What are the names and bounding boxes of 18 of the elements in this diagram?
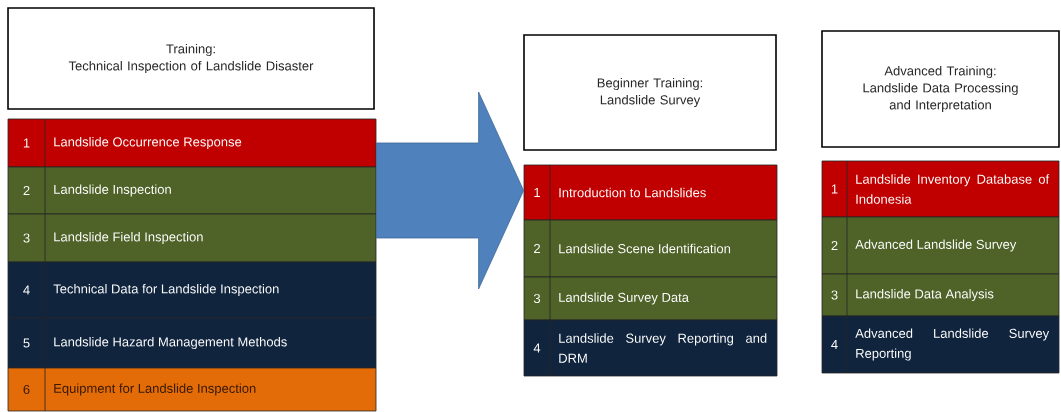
list-row: 2 Landslide Inspection bbox=[7, 166, 377, 215]
block-arrow bbox=[376, 91, 524, 290]
list-row: 4 Technical Data for Landslide Inspection bbox=[7, 261, 377, 319]
list-row: 1 Introduction to Landslides bbox=[523, 164, 778, 221]
list-row: 4 Landslide Survey Reporting and DRM bbox=[523, 319, 778, 377]
list-row: 1 Landslide Occurrence Response bbox=[7, 118, 377, 168]
title-box: Beginner Training: Landslide Survey bbox=[523, 34, 777, 151]
list-row: 4 Advanced Landslide Survey Reporting bbox=[821, 315, 1060, 374]
list-row: 2 Landslide Scene Identification bbox=[523, 219, 778, 278]
list-row: 1 Landslide Inventory Database of Indonesia bbox=[821, 160, 1060, 218]
list-row: 2 Advanced Landslide Survey bbox=[821, 216, 1060, 275]
list-row: 3 Landslide Survey Data bbox=[523, 276, 778, 321]
list-row: 6 Equipment for Landslide Inspection bbox=[7, 367, 377, 412]
list-row: 3 Landslide Data Analysis bbox=[821, 273, 1060, 317]
title-box: Advanced Training: Landslide Data Processing and Interpretation bbox=[821, 30, 1060, 148]
list-row: 5 Landslide Hazard Management Methods bbox=[7, 317, 377, 369]
list-row: 3 Landslide Field Inspection bbox=[7, 213, 377, 263]
title-box: Training: Technical Inspection of Landslide Disaster bbox=[7, 7, 375, 110]
